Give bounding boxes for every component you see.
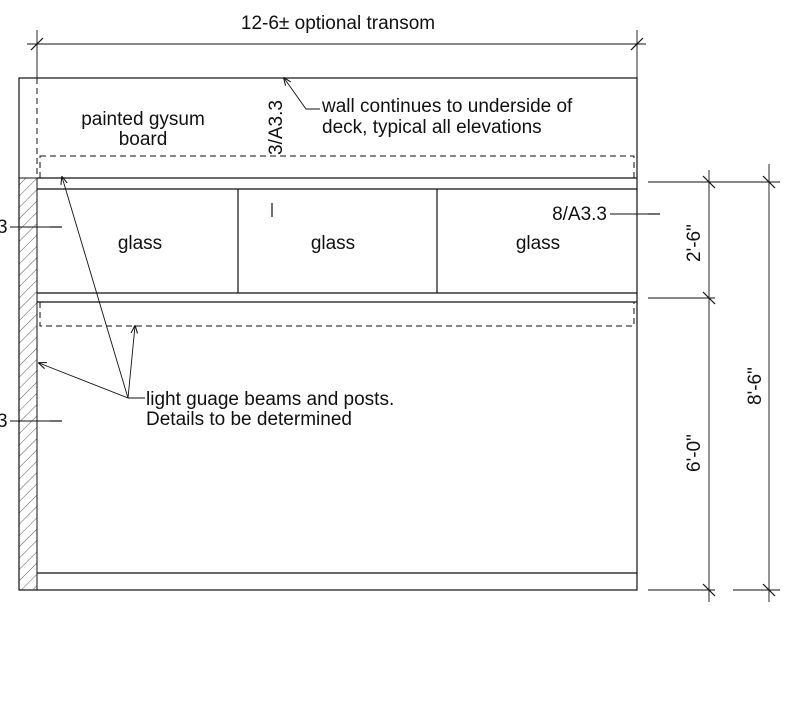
dim-right-upper: 2'-6" — [684, 224, 705, 262]
top-dimension-label: 12-6± optional transom — [241, 13, 435, 34]
section-tag-left-upper-label: 3 — [0, 217, 8, 238]
transom-glass-band: glass glass glass — [37, 177, 637, 303]
section-tag-left-lower: 3 — [0, 411, 62, 432]
beams-note-line1: light guage beams and posts. — [146, 389, 394, 410]
lower-beam — [39, 301, 635, 327]
glass-pane-3-label: glass — [516, 233, 560, 254]
section-tag-vertical: 3/A3.3 — [266, 100, 287, 217]
beams-note: light guage beams and posts. Details to … — [39, 177, 394, 430]
wall-note-line2: deck, typical all elevations — [322, 117, 542, 138]
wall-note-line1: wall continues to underside of — [321, 96, 573, 117]
section-tag-right: 8/A3.3 — [552, 204, 660, 225]
wall-outline — [18, 77, 638, 591]
gypsum-label-line1: painted gysum — [81, 109, 205, 130]
section-tag-left-lower-label: 3 — [0, 411, 8, 432]
right-dimensions: 2'-6" 6'-0" 8'-6" — [648, 164, 780, 602]
section-tag-left-upper: 3 — [0, 217, 62, 238]
dim-right-total: 8'-6" — [745, 367, 766, 405]
section-tag-vertical-label: 3/A3.3 — [266, 100, 287, 155]
gypsum-label-line2: board — [119, 129, 168, 150]
top-dimension: 12-6± optional transom — [27, 13, 646, 78]
wall-note: wall continues to underside of deck, typ… — [284, 78, 573, 138]
section-tag-right-label: 8/A3.3 — [552, 204, 607, 225]
glass-pane-2-label: glass — [311, 233, 355, 254]
dim-right-lower: 6'-0" — [684, 434, 705, 472]
glass-pane-1-label: glass — [118, 233, 162, 254]
beams-note-line2: Details to be determined — [146, 409, 352, 430]
